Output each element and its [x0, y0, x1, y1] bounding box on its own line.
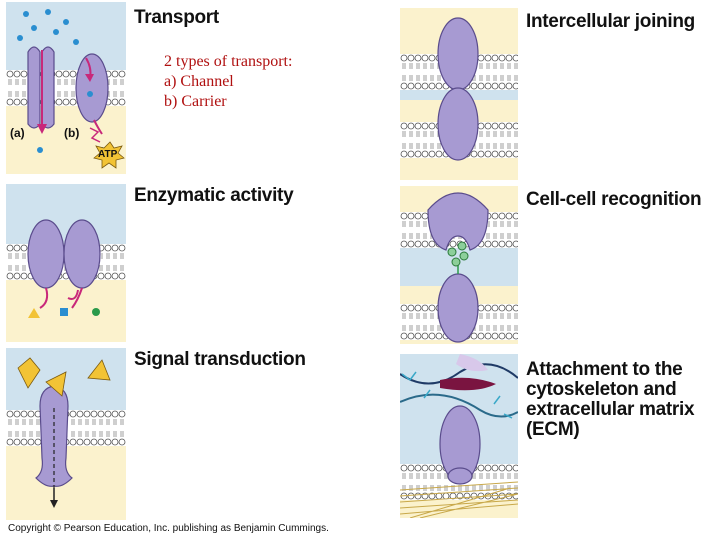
transport-title: Transport	[134, 7, 219, 28]
intercellular-joining-illustration	[400, 8, 518, 180]
cell-cell-recognition-title: Cell-cell recognition	[526, 189, 702, 210]
signal-transduction-illustration	[6, 348, 126, 520]
transport-types-note: 2 types of transport: a) Channel b) Carr…	[164, 52, 292, 112]
attachment-title-line-4: (ECM)	[526, 418, 580, 440]
attachment-title: Attachment to the cytoskeleton and extra…	[526, 359, 695, 440]
attachment-title-line-2: cytoskeleton and	[526, 378, 677, 400]
channel-label: (a)	[10, 126, 25, 140]
enzymatic-activity-illustration	[6, 184, 126, 342]
atp-label: ATP	[98, 149, 118, 160]
cell-cell-recognition-illustration	[400, 186, 518, 344]
transport-panel: (a) (b) ATP	[6, 2, 126, 174]
note-item-carrier: b) Carrier	[164, 93, 227, 110]
attachment-illustration	[400, 354, 518, 518]
signal-transduction-panel	[6, 348, 126, 520]
enzymatic-activity-panel	[6, 184, 126, 342]
attachment-title-line-1: Attachment to the	[526, 359, 683, 380]
copyright-notice: Copyright © Pearson Education, Inc. publ…	[8, 523, 329, 534]
transport-illustration	[6, 2, 126, 174]
signal-transduction-title: Signal transduction	[134, 349, 306, 370]
cell-cell-recognition-panel	[400, 186, 518, 344]
intercellular-joining-panel	[400, 8, 518, 180]
attachment-title-line-3: extracellular matrix	[526, 398, 695, 420]
note-item-channel: a) Channel	[164, 73, 234, 90]
attachment-panel	[400, 354, 518, 518]
note-heading: 2 types of transport:	[164, 53, 293, 70]
carrier-label: (b)	[64, 126, 80, 140]
enzymatic-activity-title: Enzymatic activity	[134, 185, 294, 206]
intercellular-joining-title: Intercellular joining	[526, 11, 695, 32]
